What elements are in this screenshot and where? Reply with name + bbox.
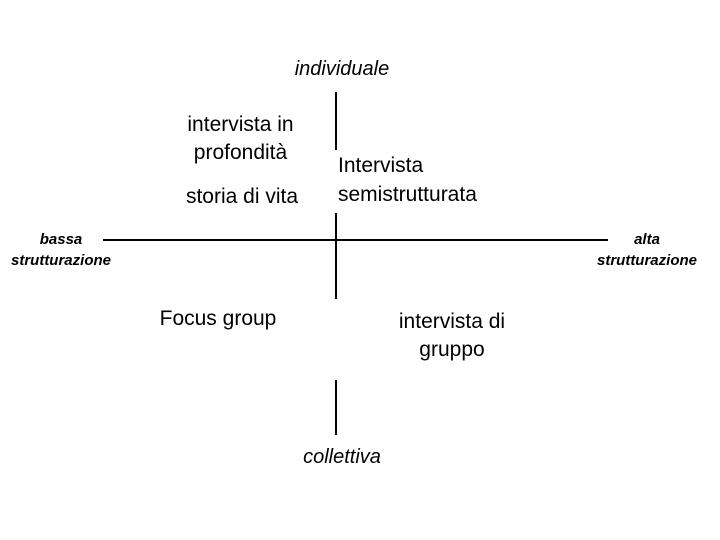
depth-interview-line2: profondità	[193, 141, 288, 164]
horizontal-axis-right-label-line1: alta	[634, 231, 660, 248]
vertical-axis-top-label: individuale	[294, 58, 390, 80]
quadrant-top-left-item-life-story: storia di vita	[185, 185, 299, 208]
horizontal-axis-right-label-line2: strutturazione	[596, 252, 697, 269]
quadrant-bottom-left-item-focus-group: Focus group	[159, 307, 277, 330]
semistructured-interview-line1: Intervista	[338, 154, 424, 177]
horizontal-axis-right-label: alta strutturazione	[577, 229, 717, 271]
depth-interview-line1: intervista in	[187, 113, 294, 136]
semistructured-interview-line2: semistrutturata	[338, 183, 477, 206]
horizontal-axis-left-label-line1: bassa	[39, 231, 83, 248]
vertical-axis-bottom-label: collettiva	[303, 446, 381, 468]
horizontal-axis-left-label-line2: strutturazione	[10, 252, 111, 269]
vertical-axis-line-middle-segment	[335, 213, 337, 299]
vertical-axis-line-top-segment	[335, 92, 337, 150]
horizontal-axis-left-label: bassa strutturazione	[4, 229, 118, 271]
quadrant-top-right-item-semistructured-interview: Intervista semistrutturata	[338, 151, 518, 209]
group-interview-line2: gruppo	[419, 338, 485, 361]
horizontal-axis-line	[103, 239, 608, 241]
vertical-axis-line-bottom-segment	[335, 380, 337, 435]
group-interview-line1: intervista di	[398, 310, 506, 333]
quadrant-bottom-right-item-group-interview: intervista di gruppo	[382, 308, 522, 364]
quadrant-top-left-item-depth-interview: intervista in profondità	[158, 111, 323, 167]
